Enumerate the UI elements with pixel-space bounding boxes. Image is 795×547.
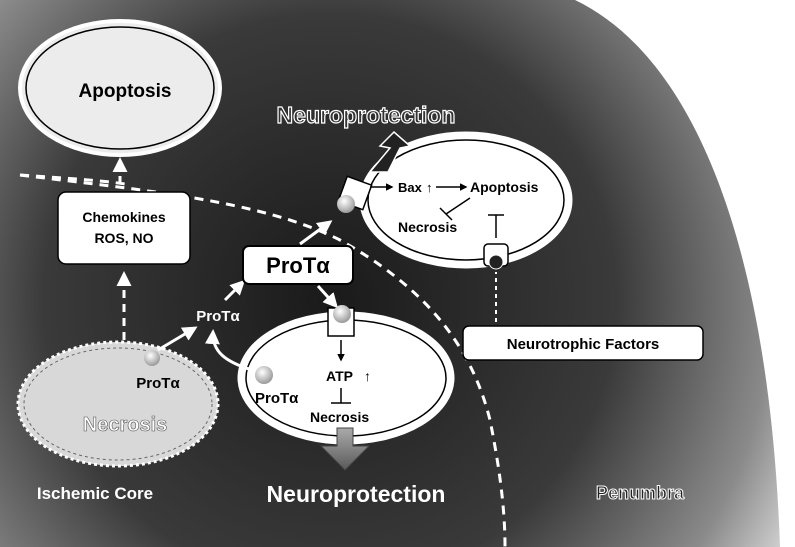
prota-ball-near-cell (255, 366, 273, 384)
neurotrophic-factors-label: Neurotrophic Factors (507, 336, 660, 353)
apoptosis-label: Apoptosis (79, 81, 172, 102)
neurotrophic-ball (489, 255, 503, 269)
prota-ball-upper (337, 195, 355, 213)
atp-label: ATP (326, 368, 353, 384)
necrosis-cell-top-label: Necrosis (398, 219, 457, 235)
neuroprotection-top-label: Neuroprotection (277, 102, 456, 128)
ros-no-label: ROS, NO (94, 230, 153, 246)
chemokines-label: Chemokines (82, 209, 165, 225)
penumbra-label: Penumbra (596, 483, 685, 503)
necrosis-cell-bottom-label: Necrosis (310, 409, 369, 425)
central-prota-label: ProTα (266, 253, 330, 278)
prota-ball-core (144, 350, 160, 366)
prota-near-cell-label: ProTα (255, 390, 299, 407)
prota-small-label: ProTα (196, 308, 240, 325)
necrosis-core-node (18, 342, 218, 466)
atp-up-arrow: ↑ (364, 368, 371, 384)
apoptosis-cell-label: Apoptosis (470, 179, 539, 195)
necrosis-core-label: Necrosis (83, 414, 168, 436)
neuroprotection-bottom-label: Neuroprotection (267, 481, 446, 507)
prota-ball-lower (333, 305, 351, 323)
bax-label: Bax (398, 180, 423, 195)
chemokines-node (58, 192, 190, 264)
prota-in-core-label: ProTα (136, 375, 180, 392)
bax-up-arrow: ↑ (426, 180, 433, 195)
ischemic-core-label: Ischemic Core (37, 484, 153, 503)
